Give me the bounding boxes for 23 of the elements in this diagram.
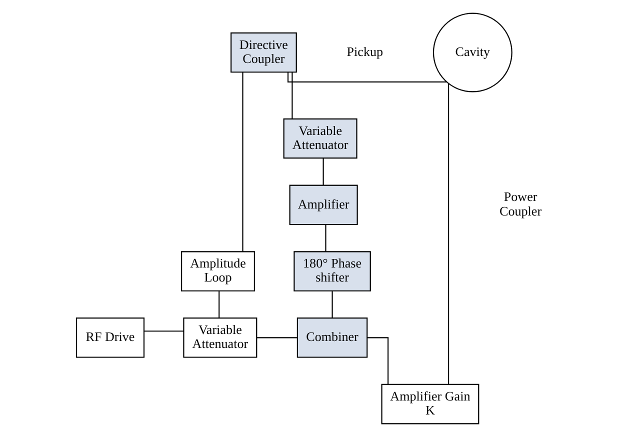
connector bbox=[144, 330, 184, 332]
node-box: Amplifier Gain K bbox=[380, 383, 479, 424]
node-box: Amplitude Loop bbox=[180, 250, 254, 291]
connector bbox=[218, 290, 220, 318]
connector bbox=[448, 83, 449, 384]
node-box: Variable Attenuator bbox=[182, 317, 257, 358]
label: Power Coupler bbox=[499, 188, 542, 218]
connector bbox=[256, 336, 297, 338]
connector bbox=[291, 72, 292, 118]
node-box: Variable Attenuator bbox=[282, 118, 357, 158]
connector bbox=[324, 224, 326, 251]
node-box: 180° Phase shifter bbox=[293, 250, 370, 291]
node-box: RF Drive bbox=[75, 317, 144, 358]
connector bbox=[242, 72, 243, 252]
node-box: Directive Coupler bbox=[230, 32, 296, 72]
node-circle: Cavity bbox=[432, 12, 512, 92]
connector bbox=[322, 158, 324, 184]
node-box: Combiner bbox=[296, 317, 368, 358]
label: Pickup bbox=[346, 43, 383, 58]
connector bbox=[331, 290, 332, 318]
connector bbox=[366, 336, 388, 384]
connector bbox=[286, 72, 446, 82]
node-box: Amplifier bbox=[288, 184, 358, 225]
